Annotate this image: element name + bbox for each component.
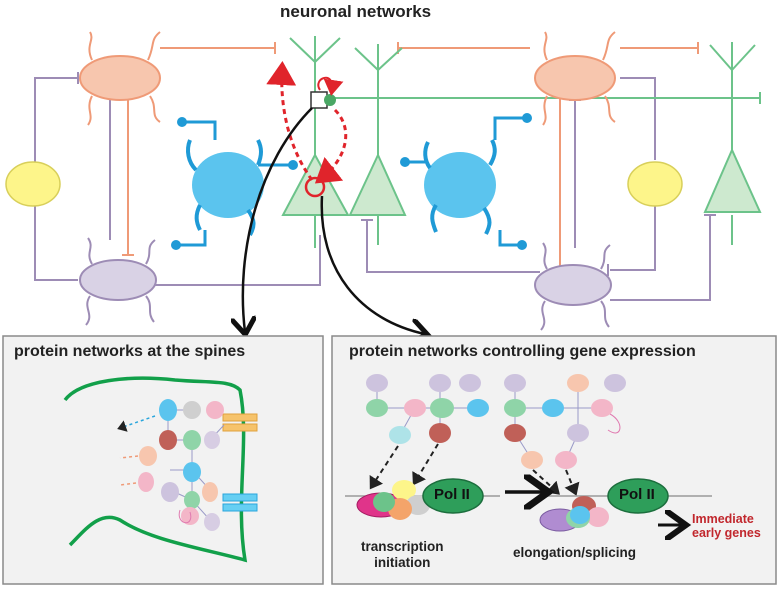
interneuron-orange-right: [534, 31, 616, 126]
immediate-early-genes-label: Immediate early genes: [692, 512, 761, 540]
figure-title: neuronal networks: [280, 2, 432, 21]
elongation-complex: [539, 478, 669, 532]
panel-gene-expression-box: [331, 335, 777, 585]
zoom-arrow-to-nucleus: [320, 195, 425, 334]
signal-arrow-up-left: [266, 61, 314, 181]
elongation-splicing-label: elongation/splicing: [513, 545, 637, 560]
spine-protein-network: [138, 399, 225, 531]
glia-blue-left: [171, 117, 298, 250]
dashed-arrow-2: [412, 443, 439, 486]
pyramidal-neuron-3: [703, 147, 762, 213]
spine-membrane: [63, 376, 248, 563]
inhibitory-connections-orange: [122, 42, 699, 271]
dashed-arrow-1: [369, 445, 399, 490]
receptor-blue: [222, 493, 258, 512]
pol-ii-label-elongation: Pol II: [619, 486, 655, 503]
interneuron-orange-left: [79, 31, 161, 126]
excitatory-dendrites-green: [289, 36, 761, 248]
signal-loop: [317, 77, 344, 96]
astrocyte-yellow-left: [5, 161, 61, 207]
astrocyte-yellow-right: [627, 161, 683, 207]
spine-dashed-arrow-orange-2: [119, 482, 137, 486]
gene-protein-network-2: [504, 374, 626, 469]
pyramidal-neuron-1: [281, 152, 350, 216]
gene-protein-network-1: [366, 374, 489, 444]
panel-spines-box: [2, 335, 324, 585]
signal-arrow-down-right: [314, 108, 348, 184]
glia-blue-right: [400, 113, 532, 250]
spine-dashed-arrow-blue: [117, 415, 156, 432]
synapse-spine: [324, 94, 336, 106]
zoom-arrow-to-spines: [243, 107, 313, 332]
interneuron-purple-left: [79, 237, 157, 326]
panel-spines-title: protein networks at the spines: [14, 343, 246, 360]
receptor-orange: [222, 413, 258, 432]
pyramidal-neuron-2: [348, 152, 407, 216]
interneuron-purple-right: [534, 242, 612, 331]
pol-ii-label-initiation: Pol II: [434, 486, 470, 503]
panel-gene-expression-title: protein networks controlling gene expres…: [349, 343, 696, 360]
dashed-arrow-4: [564, 469, 580, 496]
transcription-initiation-label: transcription initiation: [361, 539, 444, 570]
initiation-complex: [356, 478, 484, 520]
